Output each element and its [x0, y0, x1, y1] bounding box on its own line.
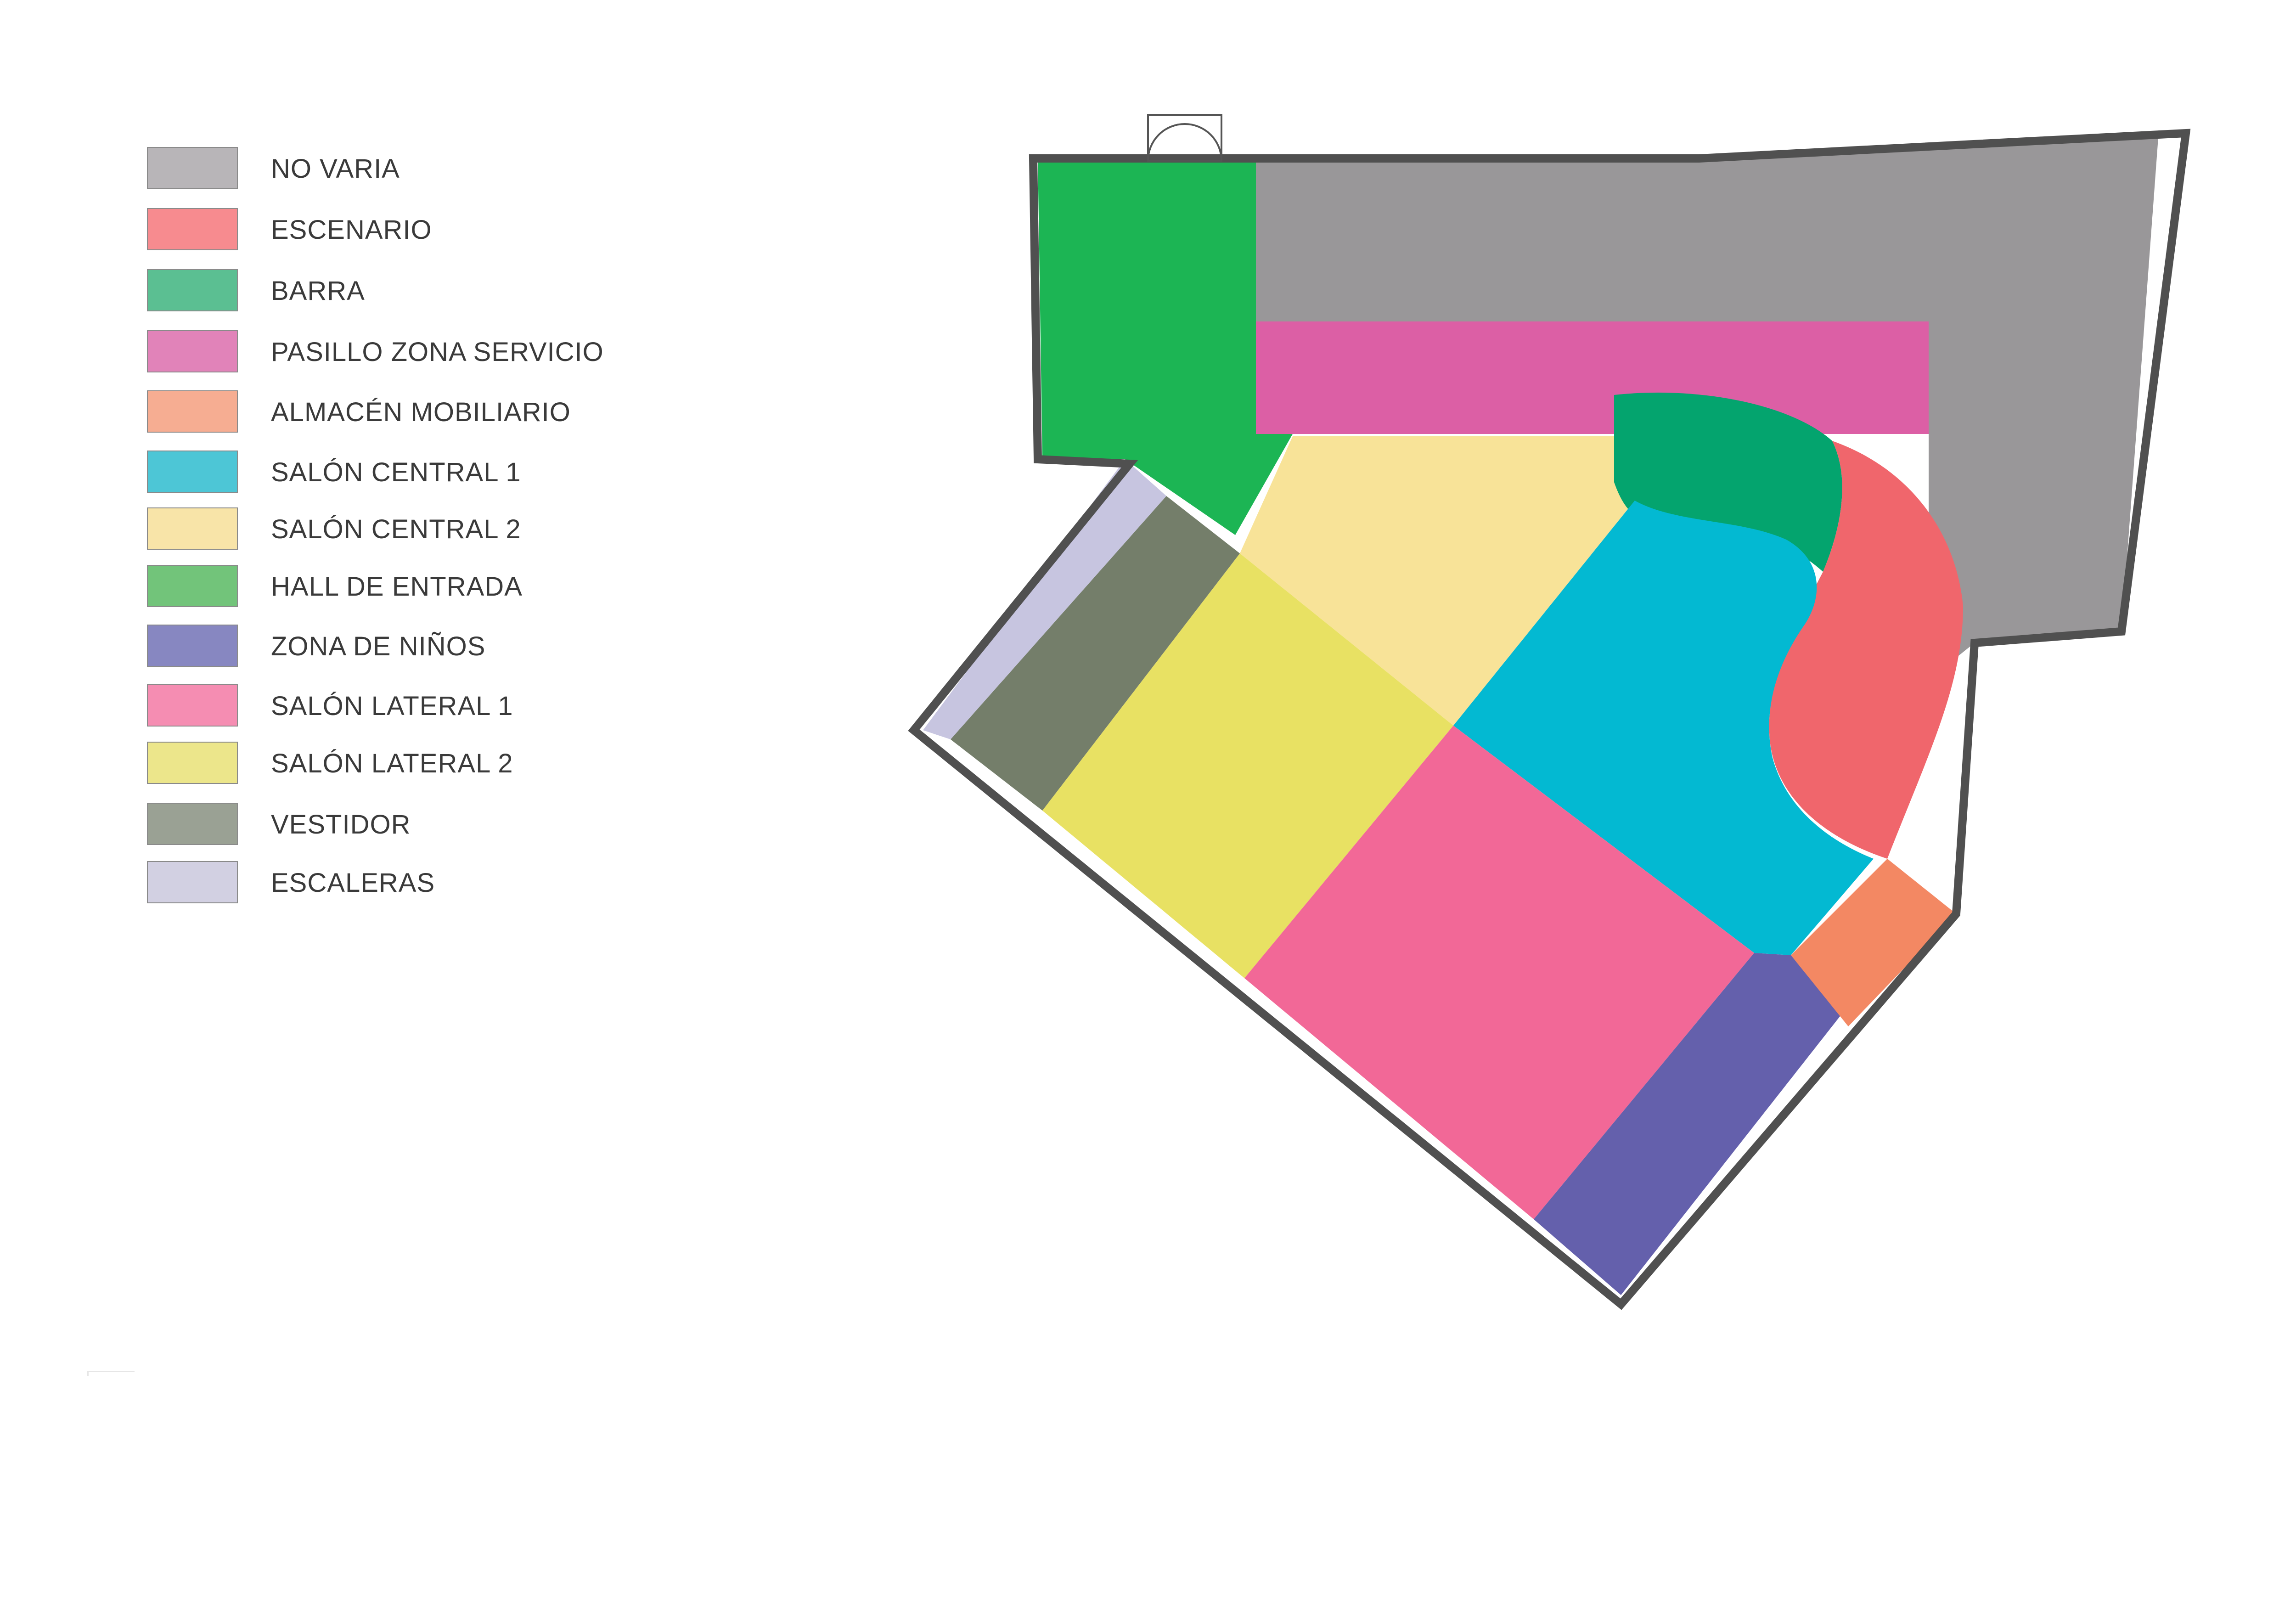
legend-label: ALMACÉN MOBILIARIO	[271, 397, 571, 427]
exterior-wall	[908, 129, 2191, 1310]
legend-label: HALL DE ENTRADA	[271, 572, 523, 602]
legend-swatch	[147, 684, 238, 727]
legend-label: ESCALERAS	[271, 868, 435, 898]
legend-item-salon-central-1: SALÓN CENTRAL 1	[147, 451, 698, 495]
corner-mark	[87, 1371, 135, 1376]
legend-item-no-varia: NO VARIA	[147, 147, 698, 191]
legend-swatch	[147, 625, 238, 667]
legend-swatch	[147, 565, 238, 607]
zone-escaleras	[923, 459, 1166, 739]
zone-hall-de-entrada	[1038, 158, 1293, 535]
legend-label: SALÓN CENTRAL 2	[271, 514, 521, 544]
legend-item-zona-de-ninos: ZONA DE NIÑOS	[147, 625, 698, 669]
legend-swatch	[147, 269, 238, 311]
legend-item-almacen-mobiliario: ALMACÉN MOBILIARIO	[147, 390, 698, 434]
legend-label: SALÓN CENTRAL 1	[271, 457, 521, 487]
zone-salon-lateral-1	[1244, 726, 1754, 1219]
legend-label: SALÓN LATERAL 1	[271, 691, 513, 721]
legend-item-escaleras: ESCALERAS	[147, 861, 698, 905]
legend-swatch	[147, 330, 238, 372]
legend-label: SALÓN LATERAL 2	[271, 749, 513, 778]
entrance-door-icon	[1147, 114, 1222, 162]
legend-label: ZONA DE NIÑOS	[271, 631, 486, 661]
legend-swatch	[147, 451, 238, 493]
zone-almacen-mobiliario	[1791, 859, 1956, 1026]
legend-item-pasillo-zona-servicio: PASILLO ZONA SERVICIO	[147, 330, 698, 374]
legend-swatch	[147, 861, 238, 903]
legend-item-salon-lateral-1: SALÓN LATERAL 1	[147, 684, 698, 728]
legend-swatch	[147, 390, 238, 433]
zone-escenario	[1769, 441, 1963, 859]
legend-item-barra: BARRA	[147, 269, 698, 313]
legend-item-salon-lateral-2: SALÓN LATERAL 2	[147, 742, 698, 786]
legend-item-hall-de-entrada: HALL DE ENTRADA	[147, 565, 698, 609]
zone-pasillo-servicio	[1256, 321, 1929, 434]
legend-label: PASILLO ZONA SERVICIO	[271, 337, 604, 367]
legend-swatch	[147, 803, 238, 845]
zone-zona-de-ninos	[1534, 953, 1848, 1295]
legend-label: VESTIDOR	[271, 810, 411, 839]
zone-salon-central-2	[1240, 436, 1635, 726]
legend-item-salon-central-2: SALÓN CENTRAL 2	[147, 507, 698, 552]
legend-item-escenario: ESCENARIO	[147, 208, 698, 252]
legend-swatch	[147, 507, 238, 550]
legend-swatch	[147, 208, 238, 250]
zone-salon-lateral-2	[1042, 553, 1453, 978]
zone-vestidor	[951, 496, 1240, 811]
zone-barra	[1614, 392, 1842, 572]
legend-item-vestidor: VESTIDOR	[147, 803, 698, 847]
zone-salon-central-1	[1453, 501, 1874, 955]
legend-swatch	[147, 742, 238, 784]
legend-label: ESCENARIO	[271, 215, 432, 245]
legend-label: NO VARIA	[271, 154, 400, 184]
legend-label: BARRA	[271, 276, 365, 306]
legend-swatch	[147, 147, 238, 189]
